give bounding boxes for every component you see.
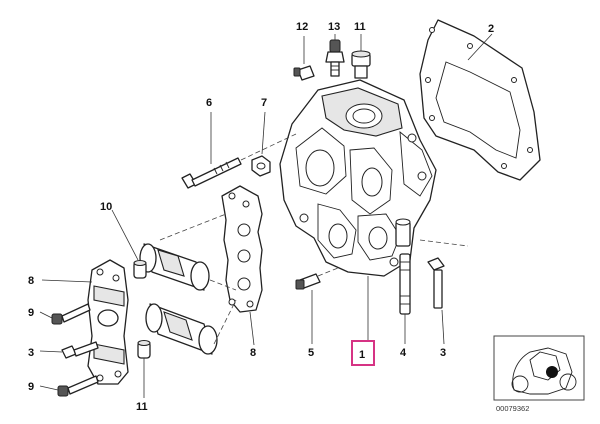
wheel-front-icon: [511, 375, 529, 393]
bolt-part-6[interactable]: [181, 112, 297, 189]
callout-3-left[interactable]: 3: [28, 347, 34, 359]
callout-7[interactable]: 7: [261, 97, 267, 109]
stud-part-4[interactable]: [399, 253, 411, 344]
temperature-sensor-part-13[interactable]: [325, 34, 345, 77]
plug-part-11-top[interactable]: [351, 34, 371, 79]
callout-6[interactable]: 6: [206, 97, 212, 109]
nut-part-7[interactable]: [251, 111, 271, 177]
wheel-rear-icon: [559, 373, 577, 391]
callout-11-top[interactable]: 11: [354, 21, 366, 33]
leader-part-2: [467, 33, 493, 61]
callout-2[interactable]: 2: [488, 23, 494, 35]
bolt-part-5[interactable]: [295, 267, 339, 344]
screw-part-3-left[interactable]: [39, 341, 99, 359]
callout-8-left[interactable]: 8: [28, 275, 34, 287]
location-marker-icon: [546, 366, 558, 378]
callout-1[interactable]: 1: [359, 349, 365, 361]
screw-part-9-lower[interactable]: [39, 375, 99, 397]
bracket-plate-part-8-right[interactable]: [221, 185, 263, 346]
pin-part-10[interactable]: [111, 209, 147, 279]
callout-9-lower[interactable]: 9: [28, 381, 34, 393]
callout-12[interactable]: 12: [296, 21, 308, 33]
highlight-box-part-1[interactable]: [351, 340, 375, 366]
rocker-shaft-lower[interactable]: [145, 299, 237, 355]
cylinder-head-part-1[interactable]: [279, 79, 437, 277]
bleed-screw-part-12[interactable]: [293, 36, 315, 81]
callout-10[interactable]: 10: [100, 201, 112, 213]
screw-part-3-right[interactable]: [419, 239, 469, 345]
screw-part-9-upper[interactable]: [39, 303, 91, 325]
pin-part-11-lower[interactable]: [137, 339, 151, 399]
callout-8-right[interactable]: 8: [250, 347, 256, 359]
callout-3-right[interactable]: 3: [440, 347, 446, 359]
bracket-plate-part-8-left[interactable]: [41, 259, 129, 385]
rocker-shaft-upper[interactable]: [139, 213, 237, 291]
reference-code: 00079362: [496, 404, 529, 413]
callout-11-lower[interactable]: 11: [136, 401, 148, 413]
location-inset[interactable]: [493, 335, 585, 401]
gasket-part-2[interactable]: [419, 19, 541, 181]
callout-9-upper[interactable]: 9: [28, 307, 34, 319]
callout-13[interactable]: 13: [328, 21, 340, 33]
callout-4[interactable]: 4: [400, 347, 407, 359]
callout-5[interactable]: 5: [308, 347, 314, 359]
